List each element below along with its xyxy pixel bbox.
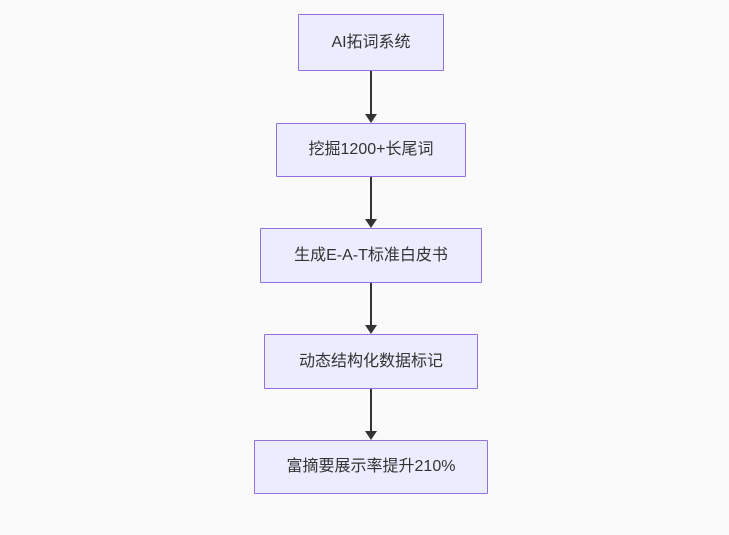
flowchart-node-structured-data: 动态结构化数据标记 bbox=[264, 334, 478, 389]
arrowhead-icon bbox=[365, 219, 377, 228]
flowchart-node-rich-snippet-rate: 富摘要展示率提升210% bbox=[254, 440, 488, 494]
edge-arrow-4 bbox=[364, 389, 378, 440]
edge-line bbox=[370, 71, 372, 116]
node-label: AI拓词系统 bbox=[331, 33, 411, 51]
node-label: 动态结构化数据标记 bbox=[298, 352, 443, 370]
edge-arrow-2 bbox=[364, 177, 378, 228]
flowchart-node-ai-system: AI拓词系统 bbox=[298, 14, 444, 71]
edge-line bbox=[370, 389, 372, 433]
node-label: 挖掘1200+长尾词 bbox=[308, 141, 434, 159]
edge-line bbox=[370, 283, 372, 327]
arrowhead-icon bbox=[365, 325, 377, 334]
node-label: 生成E-A-T标准白皮书 bbox=[294, 246, 448, 264]
flowchart-node-longtail-keywords: 挖掘1200+长尾词 bbox=[276, 123, 466, 177]
flowchart-node-eat-whitepaper: 生成E-A-T标准白皮书 bbox=[260, 228, 482, 283]
edge-arrow-3 bbox=[364, 283, 378, 334]
arrowhead-icon bbox=[365, 431, 377, 440]
node-label: 富摘要展示率提升210% bbox=[286, 458, 456, 476]
arrowhead-icon bbox=[365, 114, 377, 123]
edge-arrow-1 bbox=[364, 71, 378, 123]
edge-line bbox=[370, 177, 372, 221]
